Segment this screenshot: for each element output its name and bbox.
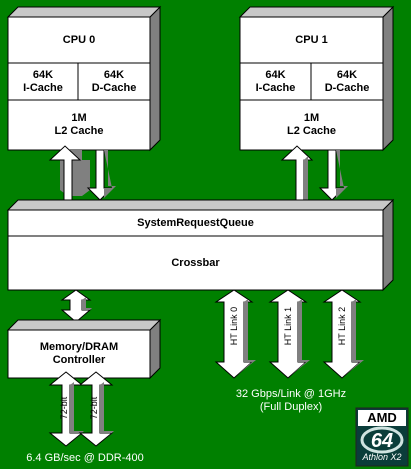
cpu0-l2-cache: 1M L2 Cache [54,112,104,137]
ht-link-0-label: HT Link 0 [229,306,239,346]
cpu1-block [238,5,395,152]
cpu0-icache: 64K I-Cache [23,68,63,94]
mem-channel-arrow-1 [48,371,84,447]
ht-caption: 32 Gbps/Link @ 1GHz (Full Duplex) [235,388,347,413]
cpu0-block [6,5,162,152]
mem-channel-2-label: 72-bit [89,396,99,420]
cpu0-srq-arrows [48,145,116,201]
ht-link-arrow-1 [268,289,310,379]
memory-controller: Memory/DRAM Controller [39,341,119,366]
memory-caption: 6.4 GB/sec @ DDR-400 [26,452,144,464]
srq-crossbar-block [6,198,395,292]
logo-mark: 64 [371,430,393,452]
cpu1-icache: 64K I-Cache [255,68,296,94]
cpu1-srq-arrows [280,145,348,201]
system-request-queue: SystemRequestQueue [137,216,254,229]
logo-product-text: Athlon X2 [362,452,402,462]
cpu1-l2-cache: 1M L2 Cache [287,112,336,137]
ht-link-2-label: HT Link 2 [337,306,347,346]
amd-athlon-logo: 64 [355,407,409,467]
cpu0-dcache: 64K D-Cache [91,68,137,94]
mem-channel-1-label: 72-bit [59,396,69,420]
cpu1-title: CPU 1 [295,33,328,46]
logo-brand-text: AMD [367,410,397,425]
ht-link-1-label: HT Link 1 [283,306,293,346]
crossbar: Crossbar [171,256,220,269]
crossbar-mem-arrows [60,289,92,323]
memory-controller-block [6,318,162,380]
cpu1-dcache: 64K D-Cache [324,68,370,94]
cpu0-title: CPU 0 [62,33,96,46]
ht-link-arrow-0 [214,289,256,379]
mem-channel-arrow-2 [78,371,114,447]
ht-link-arrow-2 [322,289,364,379]
